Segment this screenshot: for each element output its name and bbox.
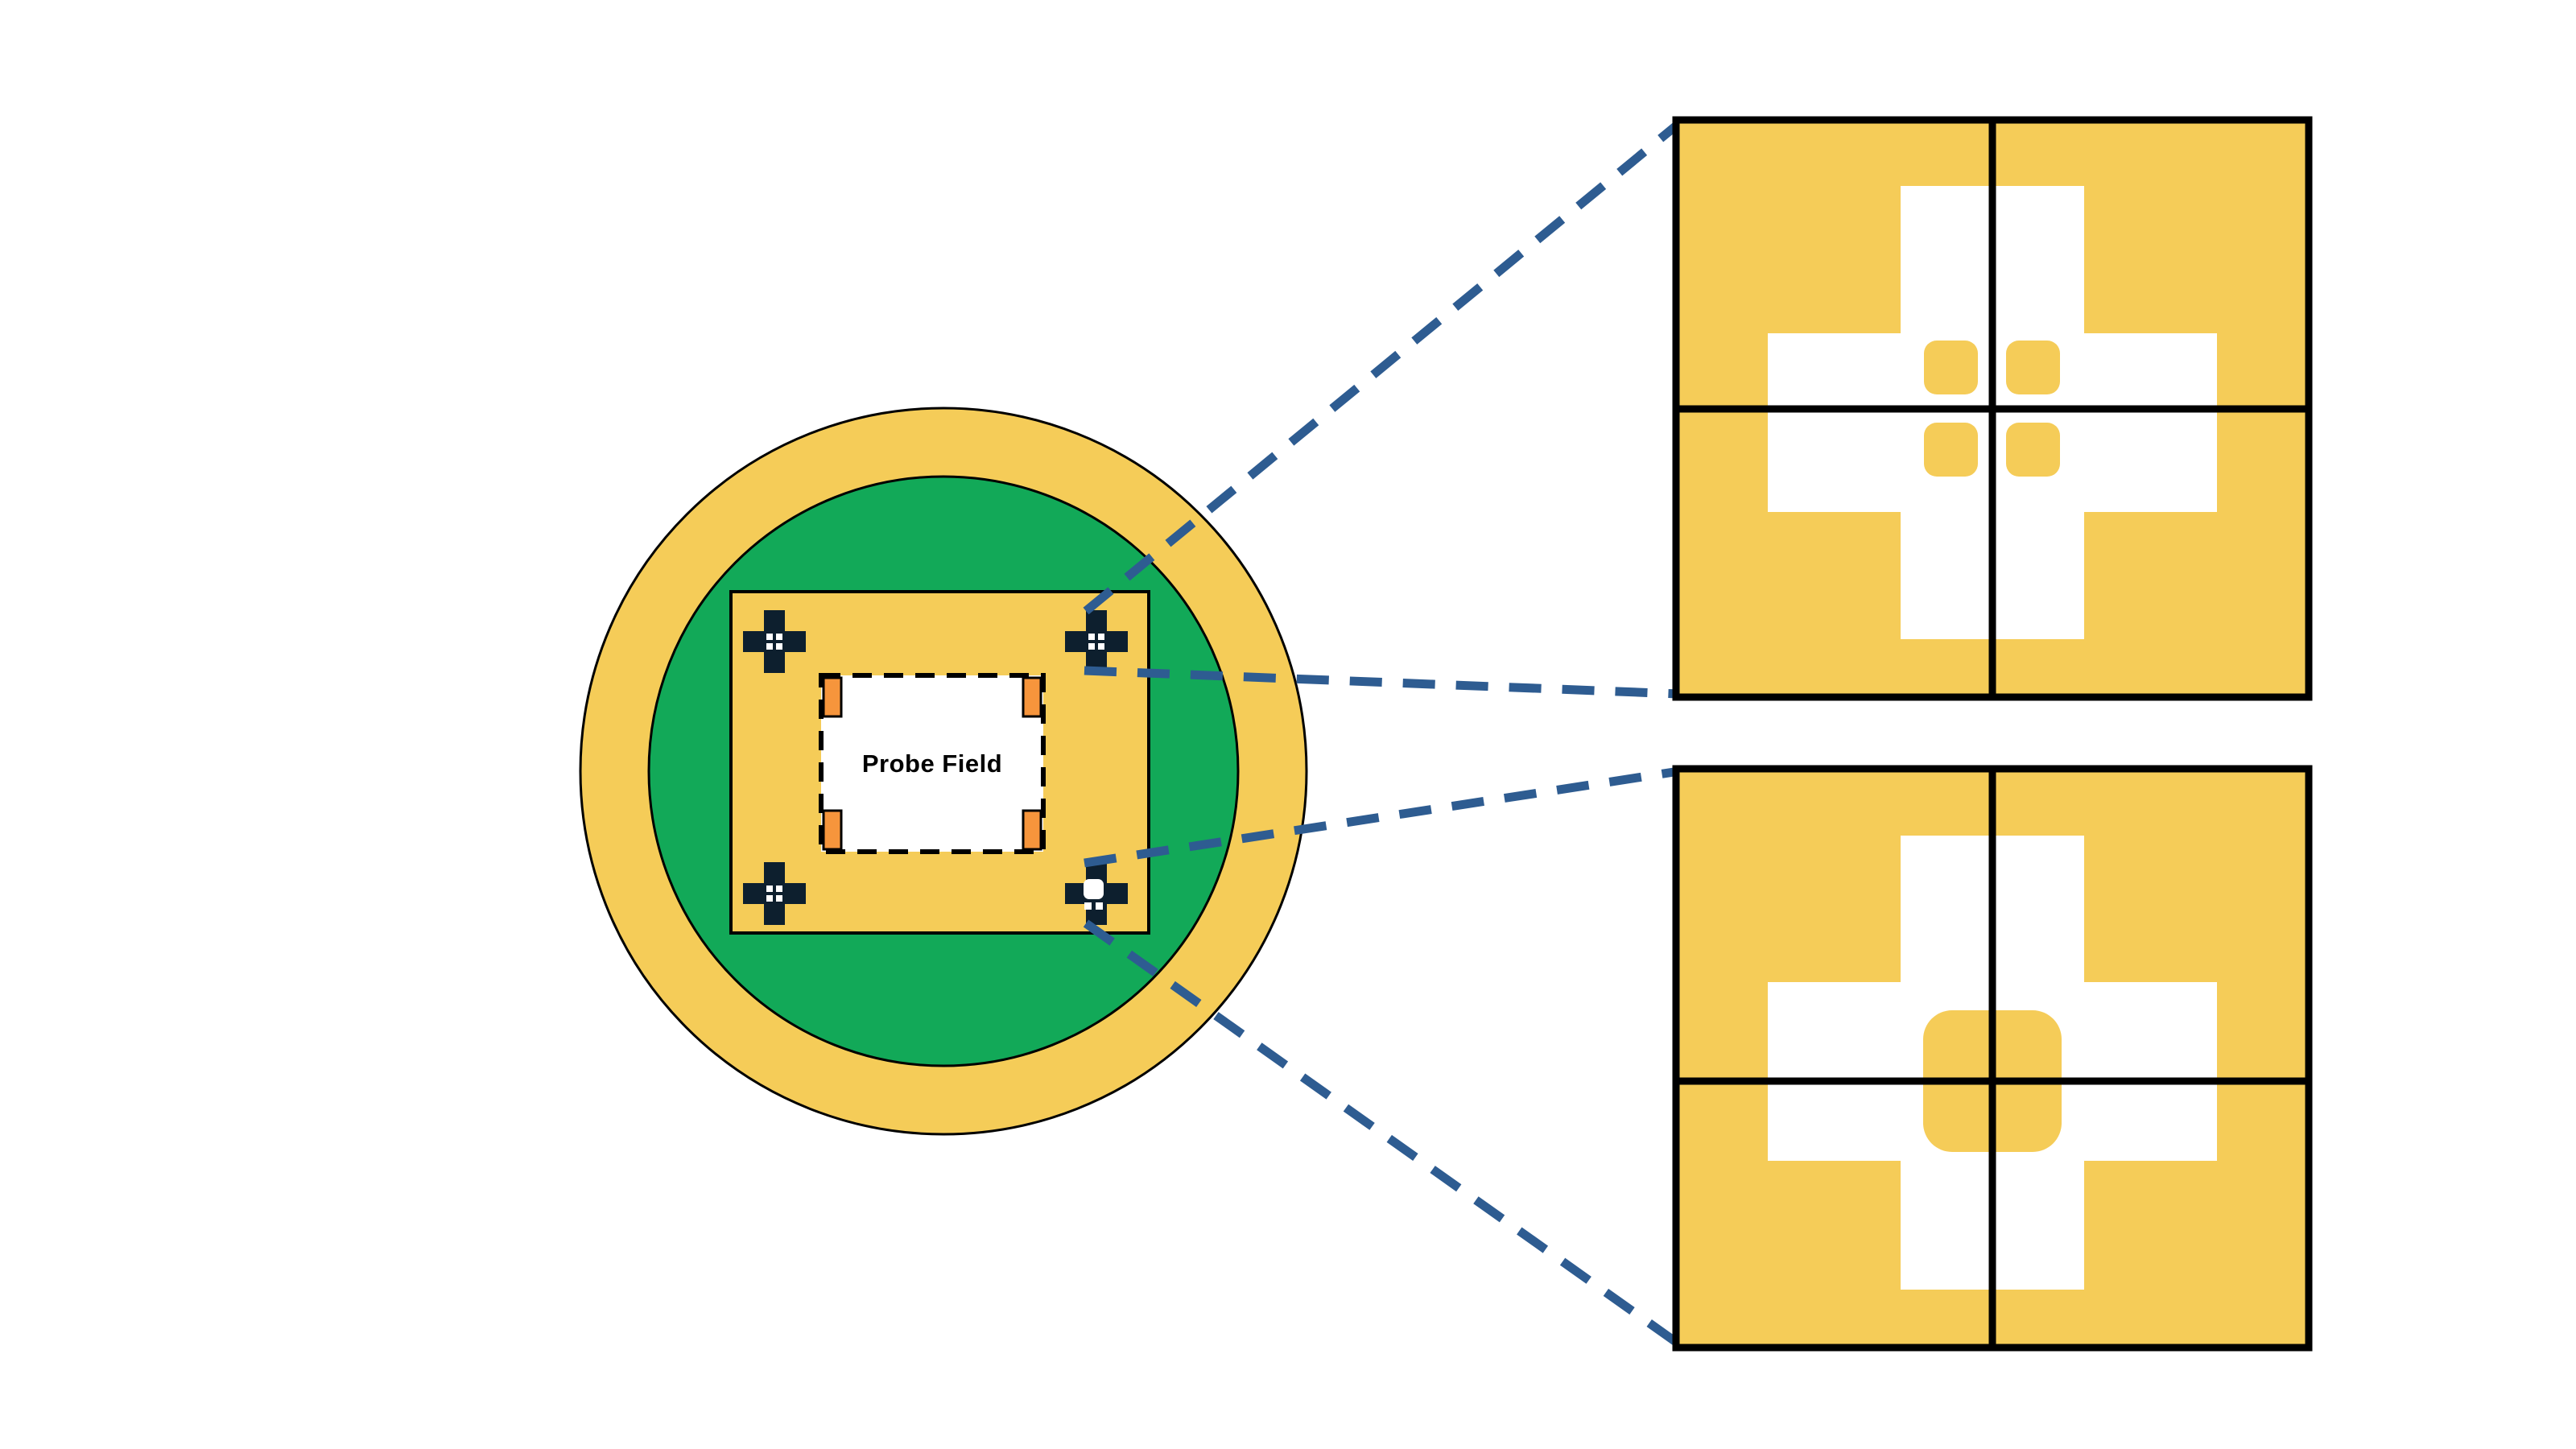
connector-line-top-upper (1083, 119, 1682, 615)
probe-field-rect (819, 673, 1046, 854)
alignment-marker-bottom-left (743, 862, 806, 925)
corner-pad-bottom-right (1022, 809, 1042, 851)
pad-bottom-right (2006, 423, 2060, 477)
wafer (579, 407, 1308, 1136)
marker-pad-merged (1084, 879, 1104, 910)
connector-line-bottom-lower (1083, 919, 1682, 1348)
connector-line-top-lower (1084, 666, 1680, 699)
zoom-connector-lines (1083, 119, 1682, 1348)
probe-field-label: Probe Field (861, 749, 1003, 778)
marker-pads-four (1088, 634, 1104, 650)
alignment-marker-bottom-right (1065, 862, 1128, 925)
small-gold-pads (1924, 341, 2060, 477)
connector-line-bottom-upper (1084, 766, 1680, 868)
marker-pads-four (766, 886, 782, 902)
corner-pad-top-right (1022, 676, 1042, 718)
pad-top-right (2006, 341, 2060, 394)
cross-icon (1065, 610, 1128, 673)
zoom-box-merged-pad (1672, 765, 2313, 1352)
cross-icon (743, 862, 806, 925)
marker-pads-four (766, 634, 782, 650)
cross-icon (743, 610, 806, 673)
corner-pad-top-left (822, 676, 843, 718)
zoom-box-four-pads (1672, 116, 2313, 701)
pad-top-left (1924, 341, 1978, 394)
alignment-marker-top-right (1065, 610, 1128, 673)
corner-pad-bottom-left (822, 809, 843, 851)
alignment-marker-top-left (743, 610, 806, 673)
pad-bottom-left (1924, 423, 1978, 477)
probe-field-corner-pads (822, 676, 1042, 851)
